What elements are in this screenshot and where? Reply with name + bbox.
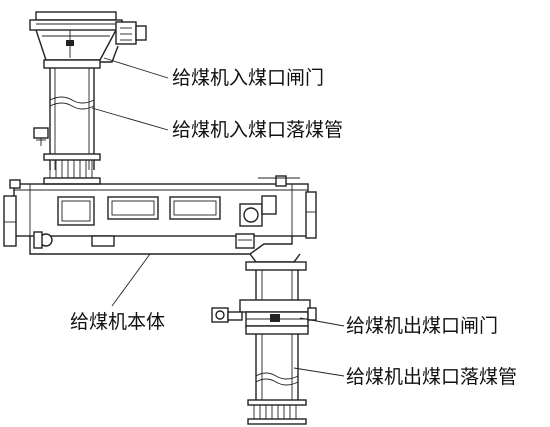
outlet-gate — [211, 253, 317, 335]
inspection-window-3 — [169, 196, 221, 220]
label-inlet-gate: 给煤机入煤口闸门 — [172, 67, 324, 89]
label-outlet-chute: 给煤机出煤口落煤管 — [346, 366, 517, 388]
leader-inlet-gate — [103, 57, 169, 79]
outlet-chute — [247, 334, 307, 425]
drive-motor — [235, 195, 277, 249]
feeder-body — [3, 175, 317, 255]
leader-inlet-chute — [91, 107, 169, 131]
leader-outlet-gate — [299, 317, 345, 327]
inspection-window-2 — [107, 196, 159, 220]
inlet-expansion-ribs — [49, 160, 93, 178]
inlet-gate — [29, 11, 147, 69]
inspection-window-1 — [57, 196, 95, 226]
label-inlet-chute: 给煤机入煤口落煤管 — [172, 119, 343, 141]
leader-feeder-body — [111, 253, 151, 307]
inlet-chute — [33, 68, 101, 185]
leader-lines — [91, 57, 345, 377]
leader-outlet-chute — [293, 367, 345, 377]
label-feeder-body: 给煤机本体 — [70, 311, 165, 333]
label-outlet-gate: 给煤机出煤口闸门 — [346, 315, 498, 337]
